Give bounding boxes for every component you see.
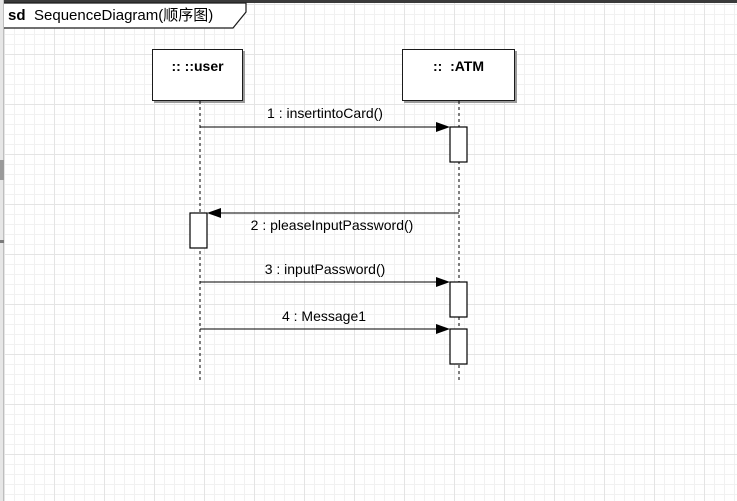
lifeline-atm-label: :: :ATM <box>432 58 485 74</box>
message-4-label: 4 : Message1 <box>282 308 366 324</box>
message-2[interactable]: 2 : pleaseInputPassword() <box>207 208 459 233</box>
activation-atm-3[interactable] <box>449 328 468 365</box>
message-2-label: 2 : pleaseInputPassword() <box>251 217 414 233</box>
arrowhead-icon <box>207 208 221 218</box>
lifeline-user-head[interactable]: :: ::user <box>152 49 243 101</box>
frame-keyword: sd <box>8 7 26 24</box>
message-1[interactable]: 1 : insertintoCard() <box>200 105 450 132</box>
frame-tab[interactable]: sd SequenceDiagram(顺序图) <box>0 0 260 32</box>
ruler-marker <box>0 240 4 243</box>
canvas-top-border <box>0 0 737 3</box>
arrowhead-icon <box>436 122 450 132</box>
activation-atm-1[interactable] <box>449 126 468 163</box>
message-3-label: 3 : inputPassword() <box>265 261 386 277</box>
frame-name: SequenceDiagram(顺序图) <box>34 7 213 24</box>
message-4[interactable]: 4 : Message1 <box>200 308 450 334</box>
message-3[interactable]: 3 : inputPassword() <box>200 261 450 287</box>
arrowhead-icon <box>436 277 450 287</box>
lifeline-atm-head[interactable]: :: :ATM <box>402 49 515 101</box>
lifeline-user-label: :: ::user <box>171 58 224 74</box>
ruler-marker <box>0 160 4 180</box>
arrowhead-icon <box>436 324 450 334</box>
activation-user-1[interactable] <box>189 212 208 249</box>
message-1-label: 1 : insertintoCard() <box>267 105 383 121</box>
activation-atm-2[interactable] <box>449 281 468 318</box>
canvas-left-ruler <box>0 0 4 501</box>
